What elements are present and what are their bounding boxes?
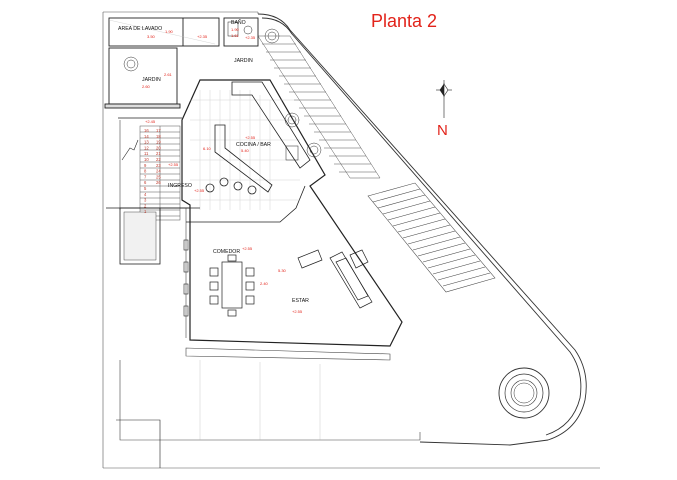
floor-tiles	[190, 90, 300, 210]
stair-number: 11	[144, 151, 149, 156]
label-comedor: COMEDOR	[213, 249, 240, 255]
label-ingreso: INGRESO	[168, 183, 192, 189]
round-fountain	[498, 367, 550, 419]
north-label: N	[437, 122, 448, 139]
level-estar: +2.55	[292, 309, 303, 314]
stair-number: 17	[156, 128, 161, 133]
tree-symbols	[123, 28, 322, 158]
dim-cocina-w: 5.40	[241, 148, 250, 153]
stair-number: 20	[156, 145, 161, 150]
stair-number: 8	[144, 169, 147, 174]
stair-number: 5	[144, 186, 147, 191]
stair-number: 10	[144, 157, 149, 162]
north-arrow-icon	[436, 80, 452, 118]
stair-number: 2	[144, 203, 147, 208]
interior-stair	[118, 117, 182, 221]
dim-cocina-h: 6.10	[203, 146, 212, 151]
stair-number: 7	[144, 174, 147, 179]
stair-number: 26	[156, 180, 161, 185]
stair-number: 12	[144, 145, 149, 150]
estar-sofas	[297, 249, 373, 309]
stair-number: 18	[156, 134, 161, 139]
level-lavado: +2.35	[197, 34, 208, 39]
stair-number: 14	[144, 134, 149, 139]
label-cocina-bar: COCINA / BAR	[236, 142, 271, 148]
tree-icon	[284, 112, 300, 128]
stair-number: 21	[156, 151, 161, 156]
stair-number: 4	[144, 192, 147, 197]
stair-number: 22	[156, 157, 161, 162]
stair-number: 25	[156, 174, 161, 179]
level-ingreso: +2.55	[194, 188, 205, 193]
dining-table	[209, 254, 255, 317]
tree-icon	[264, 28, 280, 44]
level-bano: +2.35	[245, 35, 256, 40]
stair-number: 3	[144, 198, 147, 203]
level-cocina: +2.55	[245, 135, 256, 140]
kitchen-bar	[205, 81, 311, 195]
label-area-lavado: AREA DE LAVADO	[118, 26, 162, 32]
stair-number: 24	[156, 169, 161, 174]
label-jardin-right: JARDIN	[234, 58, 253, 64]
tree-icon	[123, 56, 139, 72]
dim-comedor-h: 5.30	[278, 268, 287, 273]
site-boundary	[257, 13, 587, 446]
label-estar: ESTAR	[292, 298, 309, 304]
outer-frame	[102, 11, 600, 469]
stair-number: 19	[156, 140, 161, 145]
level-stair-top: +2.45	[145, 119, 156, 124]
plan-title: Planta 2	[371, 11, 437, 31]
level-comedor: +2.55	[242, 246, 253, 251]
stair-number: 23	[156, 163, 161, 168]
tree-icon	[306, 142, 322, 158]
exterior-stair	[367, 182, 496, 293]
top-rooms	[104, 17, 259, 109]
lower-terrace	[116, 347, 421, 468]
dim-jardin-w: 2.60	[142, 84, 151, 89]
dim-jardin-h: 2.61	[164, 72, 173, 77]
level-ingreso-2: +2.55	[168, 162, 179, 167]
entry-block	[106, 207, 200, 265]
stair-number: 16	[144, 128, 149, 133]
stair-number: 1	[144, 209, 147, 214]
dim-bano-h: 1.61	[231, 33, 240, 38]
stair-number: 9	[144, 163, 147, 168]
window-marks	[183, 239, 189, 317]
dim-lavado-h: 1.90	[165, 29, 174, 34]
upper-steps	[257, 35, 381, 179]
label-bano: BAÑO	[231, 19, 246, 26]
stair-number: 13	[144, 140, 149, 145]
dim-bano-w: 1.90	[231, 27, 240, 32]
dim-lavado: 3.50	[147, 34, 156, 39]
dim-comedor-w: 2.40	[260, 281, 269, 286]
label-jardin-left: JARDIN	[142, 77, 161, 83]
stair-number: 6	[144, 180, 147, 185]
main-volume	[181, 79, 403, 347]
